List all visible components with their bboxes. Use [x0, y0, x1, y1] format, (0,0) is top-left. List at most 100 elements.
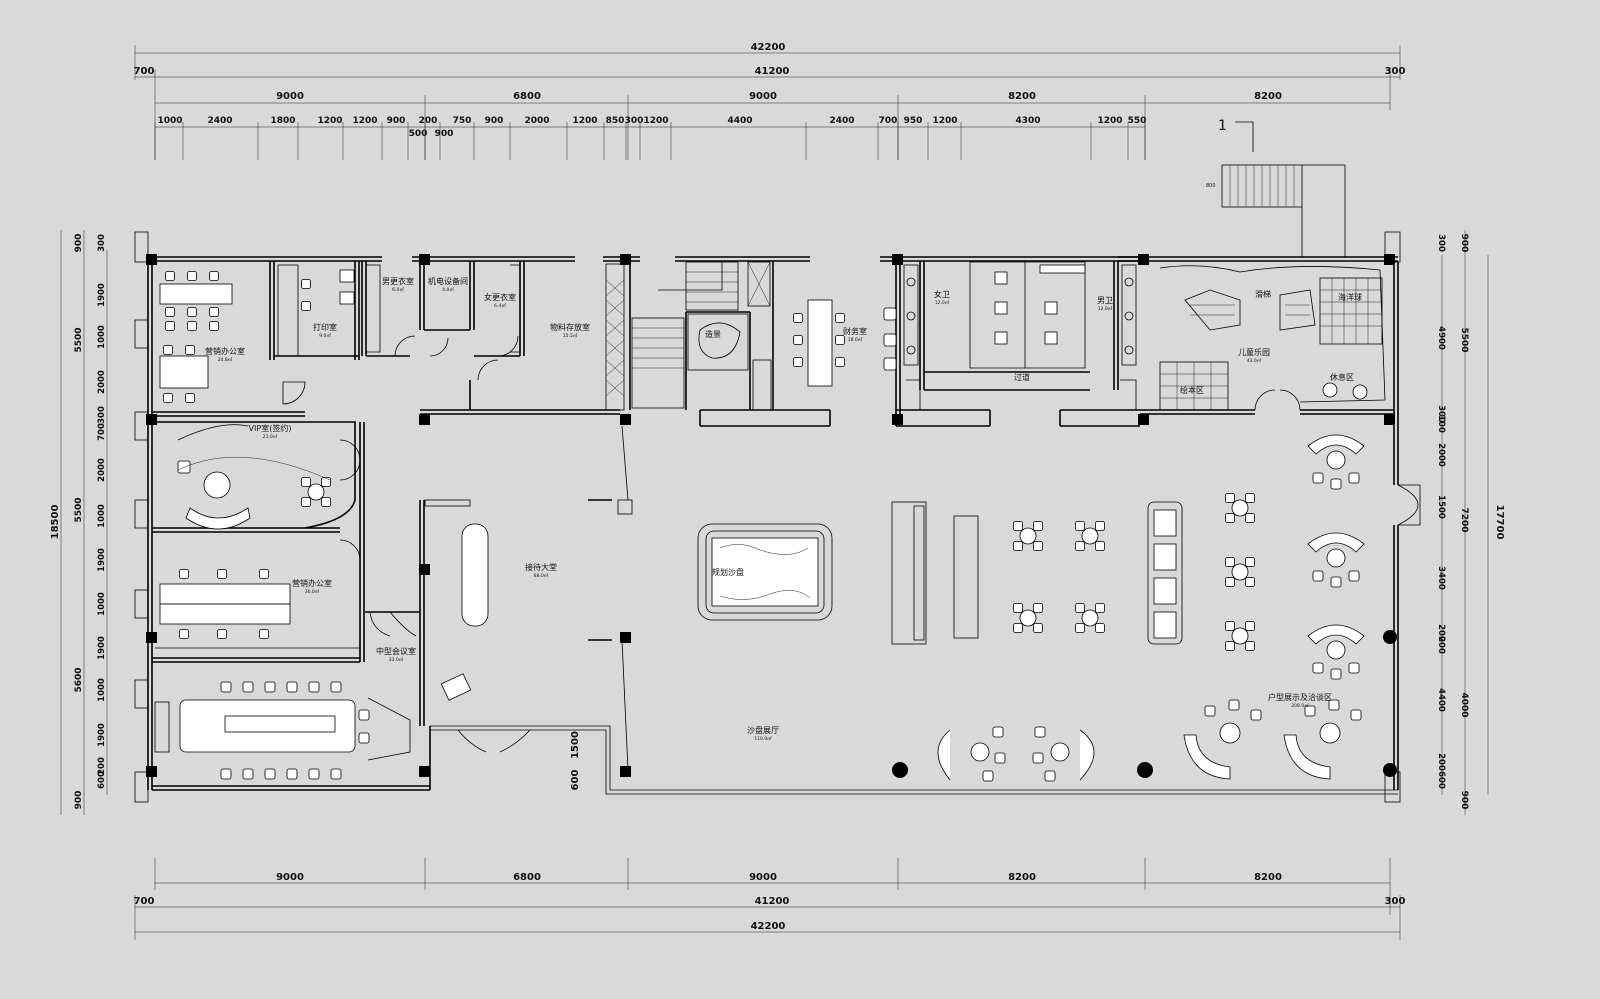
ballpit-label: 海洋球 — [1338, 292, 1362, 302]
sofa — [937, 729, 951, 781]
chair — [308, 768, 320, 780]
left-bay-dim: 5500 — [74, 497, 84, 522]
chair — [177, 460, 191, 474]
right-detail-dim: 600 — [1436, 771, 1446, 789]
chair — [1348, 662, 1360, 674]
dimension-lines — [60, 45, 1489, 940]
sofa — [185, 507, 251, 530]
right-detail-dim: 300 — [1436, 405, 1446, 423]
room-name-label: 财务室 — [843, 326, 867, 336]
left-bay-dim: 5500 — [74, 327, 84, 352]
chair — [835, 357, 845, 367]
top-detail-dim: 950 — [904, 116, 923, 126]
right-bay-dim: 5500 — [1459, 327, 1469, 352]
stairs — [631, 261, 739, 409]
right-bay-dim: 7200 — [1459, 507, 1469, 532]
left-detail-dims: 3001900100020003007002000100019001000190… — [97, 234, 107, 789]
chair — [1033, 623, 1043, 633]
room-name-label: 男卫 — [1097, 296, 1113, 305]
bottom-bay-dim: 8200 — [1008, 872, 1036, 883]
chair — [1225, 641, 1235, 651]
right-detail-dim: 3400 — [1436, 566, 1446, 590]
chair — [1075, 623, 1085, 633]
room-name-label: 女更衣室 — [484, 292, 516, 302]
chair — [286, 681, 298, 693]
right-detail-dim: 200 — [1436, 753, 1446, 771]
kids-playground: 滑梯 海洋球 绘本区 休息区 — [1159, 265, 1386, 411]
left-detail-dim: 1900 — [97, 723, 107, 747]
chair — [1095, 603, 1105, 613]
desk — [159, 355, 209, 389]
top-detail-dim: 850 — [606, 116, 625, 126]
chair — [1013, 541, 1023, 551]
round-table — [1319, 722, 1341, 744]
room-name-label: 打印室 — [313, 322, 337, 332]
chair — [179, 629, 189, 639]
chair — [883, 333, 897, 347]
desk — [807, 299, 833, 387]
showroom-counters — [154, 501, 1183, 761]
section-marker: 1 — [1218, 118, 1227, 134]
round-table — [1326, 640, 1346, 660]
left-detail-dim: 2000 — [97, 458, 107, 482]
chair — [793, 313, 803, 323]
top-detail-dim: 700 — [879, 116, 898, 126]
chair — [835, 335, 845, 345]
round-table — [1231, 499, 1249, 517]
chair — [1245, 621, 1255, 631]
room-area-label: 12.0㎡ — [1098, 305, 1113, 312]
room-area-label: 18.0㎡ — [848, 336, 863, 343]
room-name-label: VIP室(签约) — [249, 423, 292, 433]
bottom-bay-dim: 9000 — [276, 872, 304, 883]
room-labels: 营销办公室24.8㎡打印室9.0㎡男更衣室6.0㎡机电设备间4.0㎡女更衣室6.… — [205, 276, 1332, 742]
chair — [165, 271, 175, 281]
top-detail-dim: 1200 — [643, 116, 668, 126]
room-area-label: 88.0㎡ — [534, 572, 549, 579]
chair — [1033, 541, 1043, 551]
sofa — [1283, 734, 1331, 780]
chair — [1034, 726, 1046, 738]
chair — [301, 301, 311, 311]
chair — [1225, 513, 1235, 523]
top-detail-dim: 900 — [387, 116, 406, 126]
chair — [220, 681, 232, 693]
bottom-bay-dim: 8200 — [1254, 872, 1282, 883]
round-table — [1326, 548, 1346, 568]
chair — [1225, 577, 1235, 587]
chair — [1245, 641, 1255, 651]
right-detail-dim: 200 — [1436, 624, 1446, 642]
chair — [982, 770, 994, 782]
right-bay-dim: 900 — [1459, 234, 1469, 253]
left-detail-dim: 2000 — [97, 370, 107, 394]
chair — [1328, 699, 1340, 711]
chair — [163, 393, 173, 403]
top-detail-dim: 1200 — [317, 116, 342, 126]
bottom-sub-dim-right: 300 — [1385, 896, 1406, 907]
chair — [835, 313, 845, 323]
desk — [339, 291, 355, 305]
top-detail-dim: 4300 — [1015, 116, 1040, 126]
top-bay-dim: 9000 — [749, 91, 777, 102]
dimension-texts: 42200 700 41200 300 9000 6800 9000 8200 … — [50, 42, 1505, 932]
room-name-label: 户型展示及洽谈区 — [1268, 692, 1332, 702]
chair — [1032, 752, 1044, 764]
room-name-label: 机电设备间 — [428, 276, 468, 286]
interior-walls: 造景 — [152, 164, 1421, 771]
landscape-label: 造景 — [705, 329, 721, 339]
chair — [1245, 513, 1255, 523]
chair — [1312, 662, 1324, 674]
sofa — [1307, 532, 1365, 553]
lobby-dim-1500: 1500 — [570, 731, 581, 759]
right-detail-dim: 300 — [1436, 234, 1446, 252]
sand-table: 规划沙盘 — [697, 523, 833, 621]
chair — [1095, 623, 1105, 633]
round-table — [1019, 527, 1037, 545]
room-area-label: 208.0㎡ — [1291, 702, 1309, 709]
chair — [1075, 603, 1085, 613]
left-detail-dim: 1000 — [97, 678, 107, 702]
top-detail-dim: 300 — [625, 116, 644, 126]
chair — [187, 271, 197, 281]
top-detail-dim: 750 — [453, 116, 472, 126]
